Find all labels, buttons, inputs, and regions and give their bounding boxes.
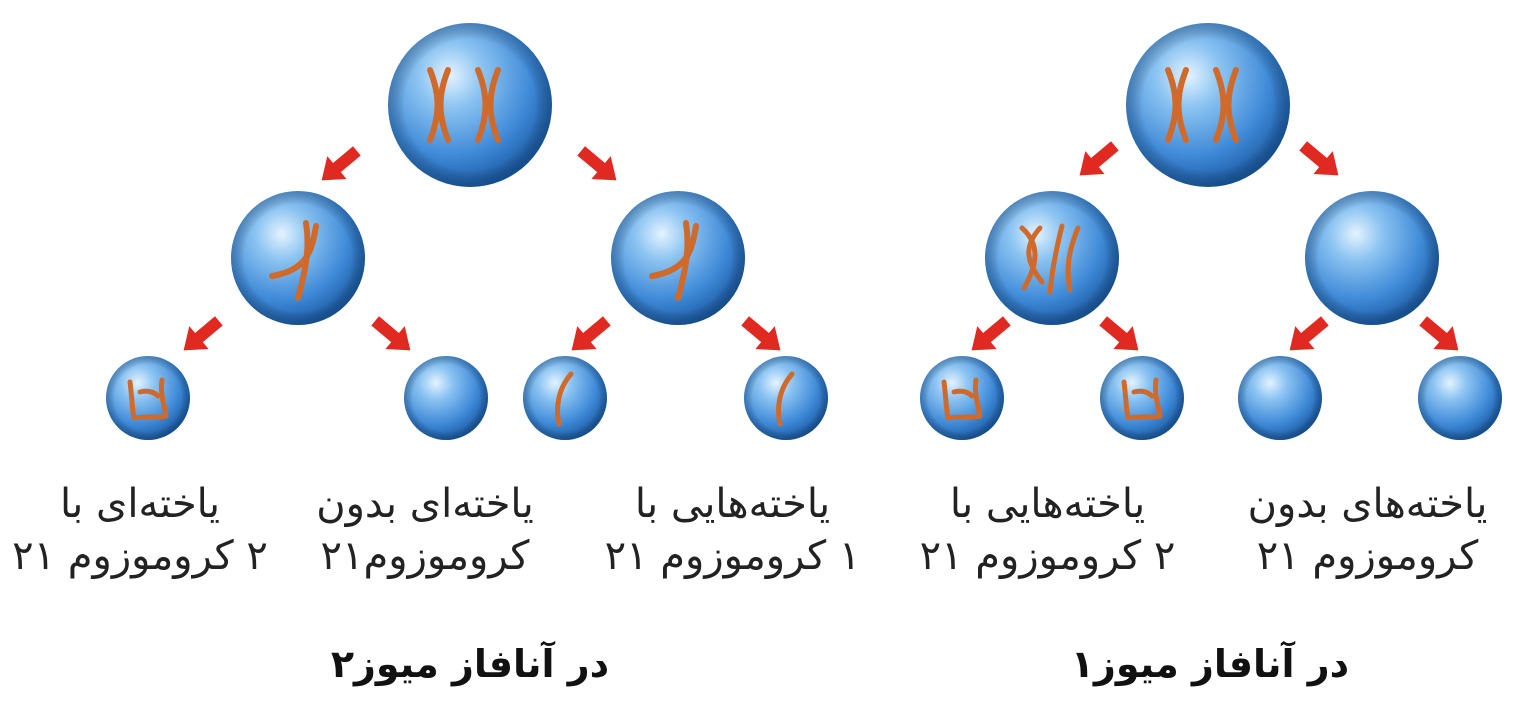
chromosome-icon: [127, 377, 169, 421]
meiosis1-arrows: [971, 141, 1459, 351]
meiosis2-caption-no-chromosome: یاخته‌ای بدون کروموزوم۲۱: [295, 478, 555, 582]
meiosis2-daughter-cell-right: [611, 191, 745, 325]
meiosis2-gamete-2: [404, 356, 488, 440]
chromosome-icon: [941, 377, 983, 421]
chromosome-icon: [1121, 377, 1163, 421]
arrow-icon: [1299, 141, 1339, 176]
caption-line: یاخته‌های بدون: [1247, 481, 1488, 527]
meiosis1-gamete-2: [1100, 356, 1184, 440]
caption-line: یاخته‌ای با: [59, 481, 221, 527]
chromosome-pair-icon: [1019, 223, 1081, 295]
meiosis2-daughter-cell-left: [231, 191, 365, 325]
meiosis1-caption-two-chromosomes: یاخته‌هایی با ۲ کروموزوم ۲۱: [915, 478, 1180, 582]
meiosis1-daughter-cell-right: [1305, 191, 1439, 325]
arrow-icon: [971, 316, 1011, 351]
chromosome-icon: [269, 220, 319, 301]
meiosis2-title: در آنافاز میوز۲: [330, 642, 610, 686]
meiosis1-diagram: [920, 23, 1502, 440]
caption-line: کروموزوم۲۱: [320, 533, 530, 579]
meiosis1-daughter-cell-left: [985, 191, 1119, 325]
meiosis1-gamete-1: [920, 356, 1004, 440]
chromosome-icon: [555, 371, 574, 427]
meiosis2-parent-cell: [388, 23, 552, 187]
caption-line: ۱ کروموزوم ۲۱: [604, 533, 861, 579]
caption-line: کروموزوم ۲۱: [1256, 533, 1479, 579]
meiosis2-diagram: [106, 23, 828, 440]
arrow-icon: [1079, 141, 1119, 176]
meiosis2-gamete-4: [744, 356, 828, 440]
chromosome-pair-icon: [1165, 67, 1239, 143]
caption-line: یاخته‌هایی با: [634, 481, 831, 527]
chromosome-pair-icon: [427, 67, 501, 143]
arrow-icon: [741, 316, 781, 351]
arrow-icon: [1419, 316, 1459, 351]
arrow-icon: [183, 316, 223, 351]
caption-line: ۲ کروموزوم ۲۱: [919, 533, 1176, 579]
meiosis1-gamete-3: [1238, 356, 1322, 440]
meiosis1-title: در آنافاز میوز۱: [1070, 642, 1350, 686]
caption-line: یاخته‌هایی با: [949, 481, 1146, 527]
arrow-icon: [371, 316, 411, 351]
meiosis2-caption-two-chromosomes: یاخته‌ای با ۲ کروموزوم ۲۱: [10, 478, 270, 582]
meiosis2-arrows: [183, 146, 781, 351]
caption-line: یاخته‌ای بدون: [316, 481, 534, 527]
arrow-icon: [1099, 316, 1139, 351]
arrow-icon: [571, 316, 611, 351]
chromosome-icon: [649, 220, 699, 301]
meiosis2-gamete-3: [523, 356, 607, 440]
meiosis2-gamete-1: [106, 356, 190, 440]
caption-line: ۲ کروموزوم ۲۱: [12, 533, 268, 579]
arrow-icon: [1289, 316, 1329, 351]
meiosis1-gamete-4: [1418, 356, 1502, 440]
meiosis1-caption-no-chromosome: یاخته‌های بدون کروموزوم ۲۱: [1225, 478, 1510, 582]
meiosis1-parent-cell: [1126, 23, 1290, 187]
meiosis2-caption-one-chromosome: یاخته‌هایی با ۱ کروموزوم ۲۱: [600, 478, 865, 582]
arrow-icon: [577, 146, 617, 181]
chromosome-icon: [776, 371, 795, 427]
arrow-icon: [321, 146, 361, 181]
